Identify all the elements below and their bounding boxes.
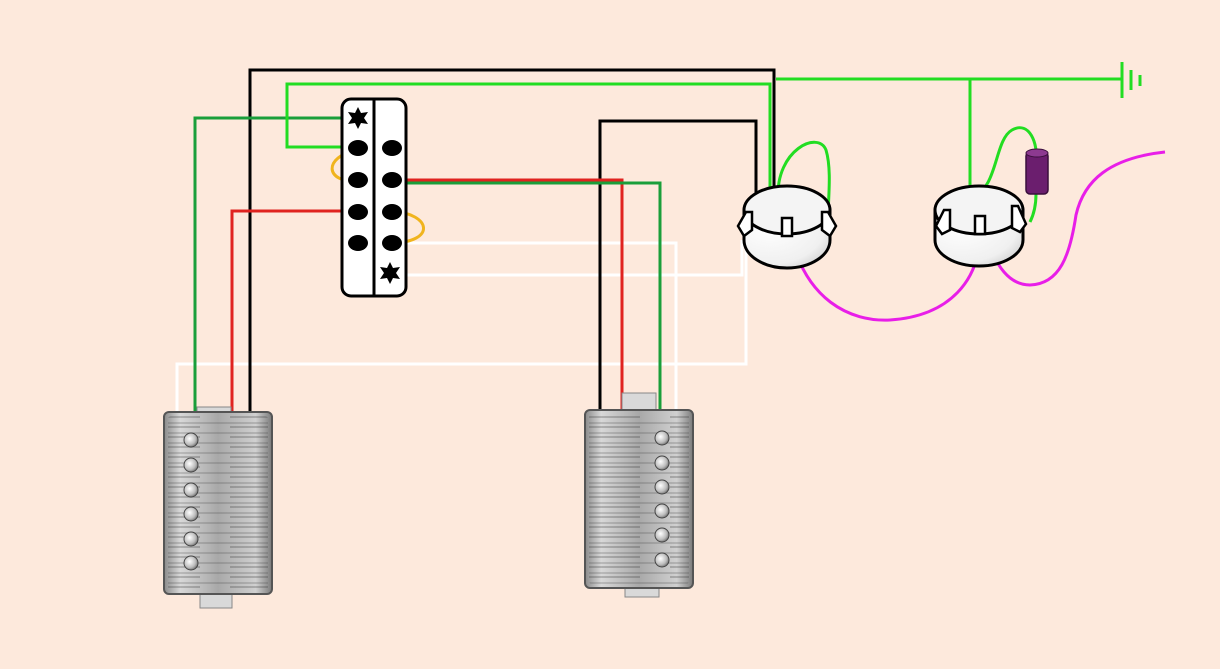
wires [175, 68, 1166, 412]
wire-green-switch-output [285, 82, 772, 200]
pot-lugs [736, 210, 838, 238]
pole-piece [654, 455, 670, 471]
switch-lug [348, 204, 368, 220]
wire-white-bridge [392, 241, 678, 412]
pole-piece [654, 430, 670, 446]
wire-white-neck [175, 240, 748, 412]
switch-lug [348, 235, 368, 251]
tone-pot[interactable] [933, 184, 1028, 268]
pole-piece [183, 506, 199, 522]
pot-lug-right [820, 210, 838, 238]
switch-lug [348, 140, 368, 156]
switch-common-lug-star [380, 262, 400, 284]
wire-green-neck [193, 116, 358, 412]
wire-black-neck [248, 68, 776, 412]
switch-lug [382, 140, 402, 156]
wire-green-volume-jumper [776, 140, 831, 219]
pot-lugs [934, 204, 1028, 236]
switch-lug [382, 172, 402, 188]
wire-magenta-vol-to-tone [788, 231, 982, 322]
switch-lug [382, 204, 402, 220]
switch-lug [348, 172, 368, 188]
pot-lug-center [973, 214, 987, 236]
pole-piece [183, 432, 199, 448]
wire-green-cap-lead [1028, 193, 1038, 223]
pole-pieces [654, 430, 670, 568]
pot-lug-left [934, 208, 952, 236]
pickup-selector-switch[interactable] [340, 97, 408, 298]
pole-piece [183, 482, 199, 498]
switch-lugs [348, 140, 402, 251]
wire-red-neck [230, 209, 358, 412]
pole-piece [654, 479, 670, 495]
wire-red-bridge [392, 178, 624, 412]
wire-magenta-output [982, 150, 1166, 287]
wire-green-bridge [392, 181, 662, 412]
pole-piece [654, 503, 670, 519]
wire-green-tone-jumper [971, 126, 1038, 198]
pot-lug-left [736, 210, 754, 238]
pickup-neck[interactable] [163, 406, 273, 609]
pole-piece [183, 457, 199, 473]
pot-lug-right [1010, 204, 1028, 234]
pole-piece [654, 552, 670, 568]
switch-lug [382, 235, 402, 251]
pickup-bridge[interactable] [584, 392, 694, 598]
capacitor-icon[interactable] [1025, 148, 1049, 195]
pole-piece [183, 555, 199, 571]
pole-piece [183, 531, 199, 547]
volume-pot[interactable] [736, 184, 838, 270]
pole-pieces [183, 432, 199, 571]
wire-white-switch [392, 240, 744, 277]
ground-icon [1120, 62, 1142, 98]
wire-black-bridge [598, 119, 758, 412]
pole-piece [654, 527, 670, 543]
switch-common-lug-star [348, 107, 368, 129]
pot-lug-center [780, 216, 794, 238]
